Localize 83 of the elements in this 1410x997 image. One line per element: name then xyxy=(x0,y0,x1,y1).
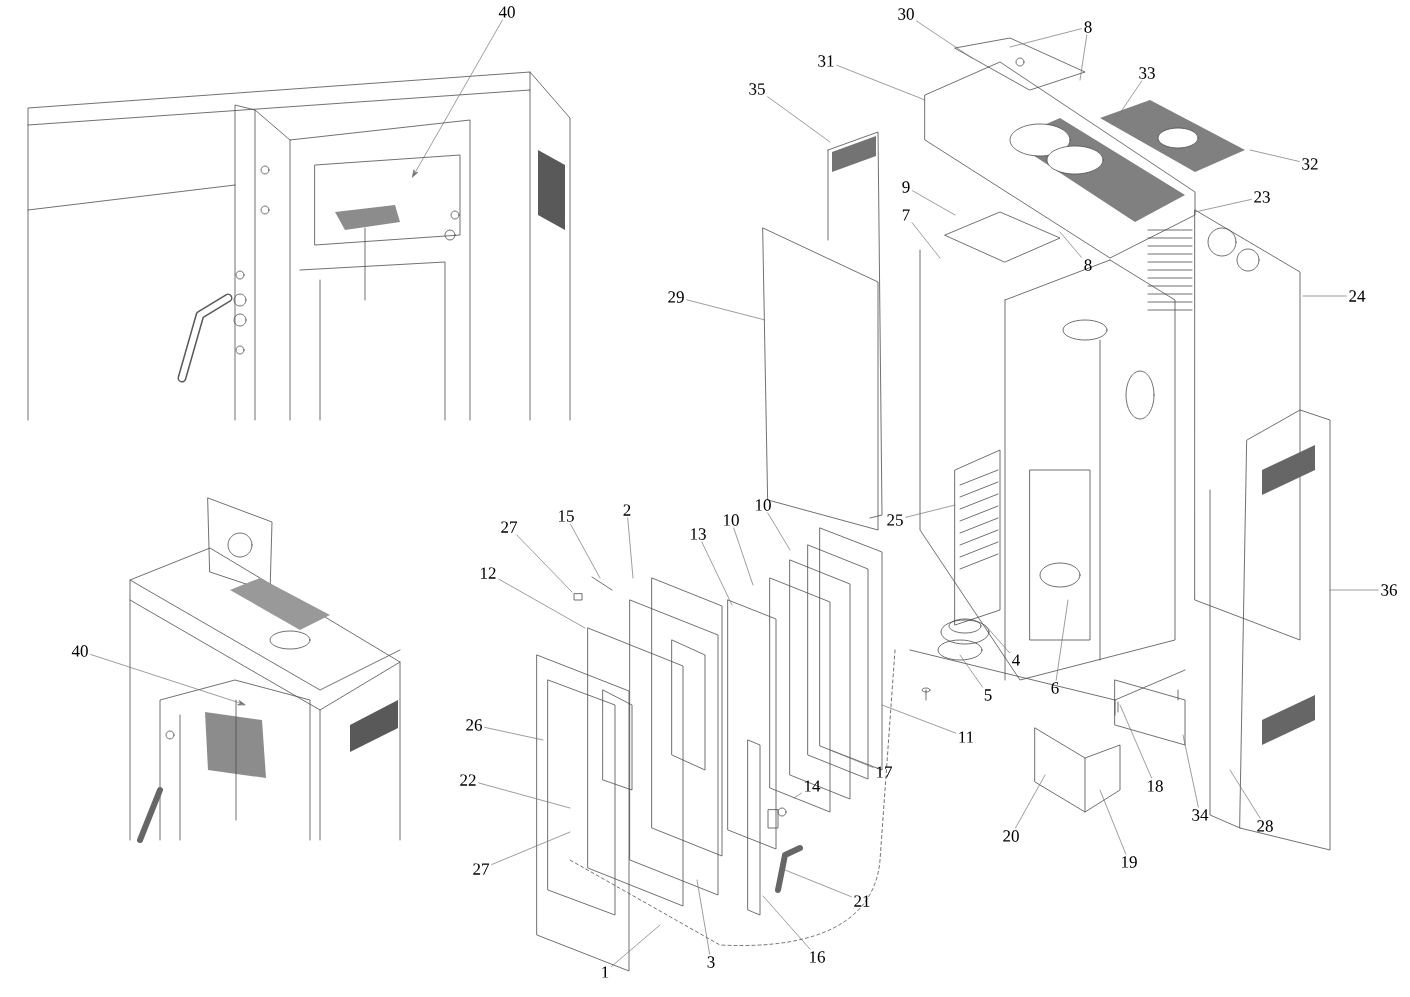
leader-line xyxy=(484,727,544,741)
callout-number: 29 xyxy=(668,291,684,303)
callout-number: 35 xyxy=(749,83,765,95)
callout-number: 7 xyxy=(902,209,910,221)
callout-number: 4 xyxy=(1012,654,1020,666)
leader-line xyxy=(491,831,571,865)
leader-line xyxy=(1329,589,1379,591)
callout-number: 19 xyxy=(1122,856,1137,868)
callout-number: 9 xyxy=(902,181,910,193)
leader-line xyxy=(784,869,852,898)
callout-number: 14 xyxy=(805,780,821,792)
callout-number: 25 xyxy=(887,514,903,526)
callout-number: 16 xyxy=(810,951,825,963)
leader-line xyxy=(686,299,766,321)
leader-line xyxy=(1182,734,1199,808)
leader-line xyxy=(696,879,710,955)
leader-line xyxy=(412,19,503,178)
leader-line xyxy=(498,578,586,629)
leader-line xyxy=(1249,149,1300,162)
leader-line xyxy=(1009,28,1082,48)
callout-number: 20 xyxy=(1003,830,1019,842)
callout-number: 8 xyxy=(1084,259,1092,271)
callout-number: 26 xyxy=(466,719,482,731)
callout-number: 12 xyxy=(481,567,496,579)
leader-line xyxy=(611,924,661,967)
leader-line xyxy=(1055,599,1069,681)
leader-line xyxy=(911,222,941,259)
callout-number: 1 xyxy=(602,966,609,978)
callout-number: 5 xyxy=(984,689,992,701)
leader-line xyxy=(733,527,754,586)
leader-line xyxy=(1119,704,1152,779)
callout-number: 30 xyxy=(898,8,914,20)
callout-number: 13 xyxy=(691,528,706,540)
leader-line xyxy=(905,504,956,518)
leader-line xyxy=(1302,295,1347,297)
callout-number: 3 xyxy=(707,956,715,968)
leader-line xyxy=(829,749,874,768)
callout-number: 22 xyxy=(460,774,476,786)
leader-line xyxy=(627,517,634,579)
leader-line xyxy=(836,64,926,101)
leader-line xyxy=(767,512,791,551)
callout-number: 2 xyxy=(623,504,631,516)
callout-number: 27 xyxy=(501,521,517,533)
leader-line xyxy=(90,654,246,706)
leader-line xyxy=(916,20,973,59)
callout-number: 15 xyxy=(559,510,574,522)
leader-line xyxy=(1079,34,1088,81)
callout-number: 40 xyxy=(71,645,88,657)
leader-line xyxy=(1194,199,1252,213)
leader-line xyxy=(767,96,831,143)
callout-number: 32 xyxy=(1302,158,1318,170)
leader-line xyxy=(570,523,601,579)
callout-number: 11 xyxy=(959,731,974,743)
callout-number: 24 xyxy=(1349,290,1366,302)
callout-number: 10 xyxy=(756,499,771,511)
leader-line xyxy=(1015,774,1046,829)
callout-number: 31 xyxy=(818,55,834,67)
leader-line xyxy=(959,654,983,688)
callout-number: 40 xyxy=(498,6,515,18)
callout-number: 17 xyxy=(877,766,893,778)
leader-line xyxy=(1059,231,1082,258)
callout-number: 23 xyxy=(1254,191,1270,203)
callout-number: 18 xyxy=(1148,780,1163,792)
callout-number: 10 xyxy=(724,514,739,526)
callout-number: 21 xyxy=(854,895,870,907)
callout-number: 27 xyxy=(473,863,489,875)
leader-line xyxy=(793,792,802,799)
callout-number: 33 xyxy=(1139,67,1155,79)
leader-line xyxy=(762,895,811,950)
leader-line xyxy=(516,534,573,593)
callout-number: 8 xyxy=(1084,21,1092,33)
callout-number: 34 xyxy=(1192,809,1209,821)
leader-line xyxy=(912,190,956,216)
leader-line xyxy=(478,782,571,809)
leader-line xyxy=(984,624,1010,654)
leader-line xyxy=(1111,80,1143,126)
leader-line xyxy=(881,704,956,734)
leader-line xyxy=(701,541,733,606)
leader-line xyxy=(1099,789,1127,855)
callout-number: 6 xyxy=(1051,682,1059,694)
leader-line xyxy=(1229,769,1261,819)
callout-number: 28 xyxy=(1257,820,1273,832)
callout-number: 36 xyxy=(1381,584,1397,596)
